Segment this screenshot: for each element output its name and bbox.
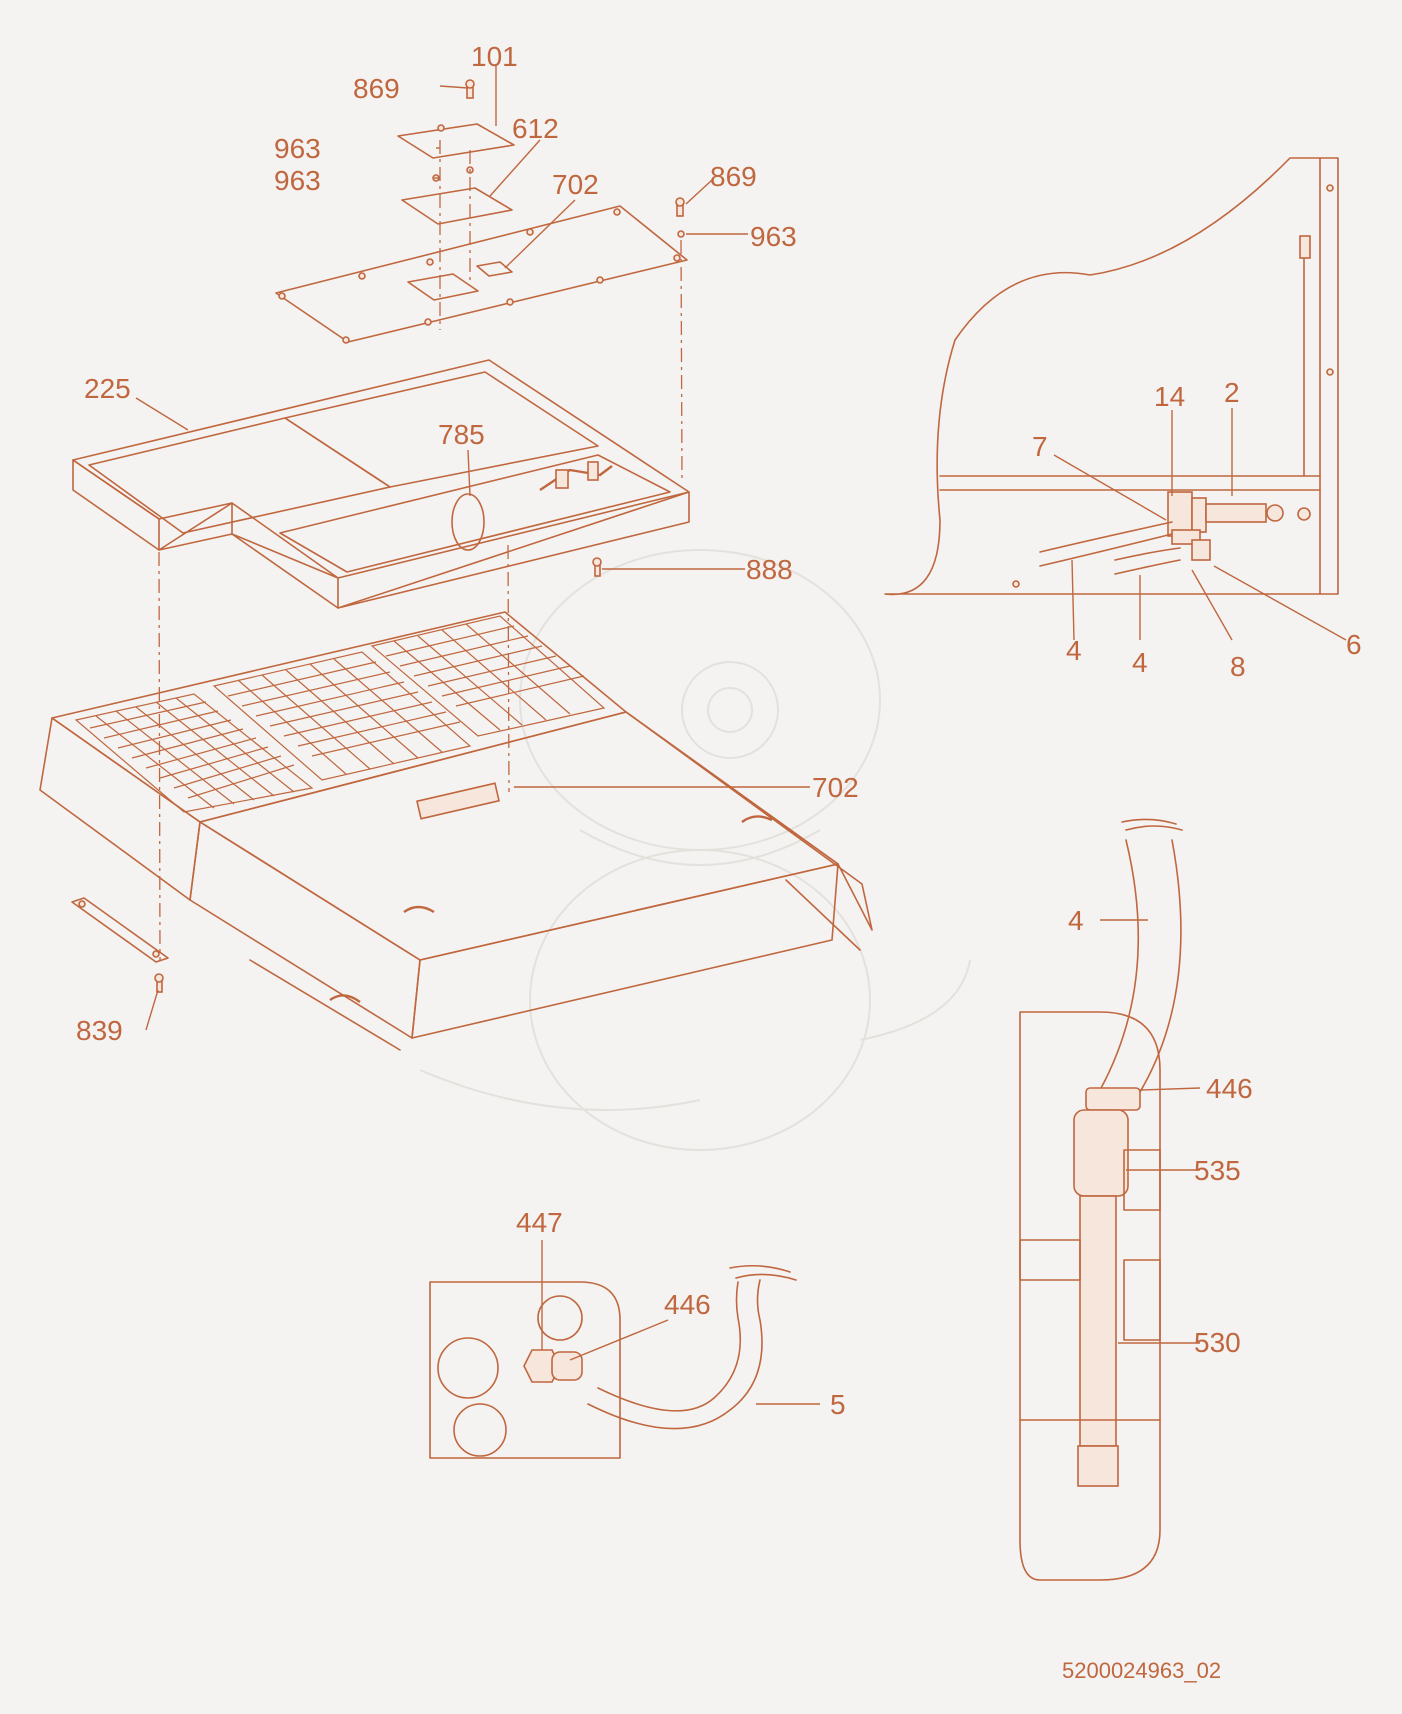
leader-lines [135, 66, 1347, 1405]
grille-right [370, 615, 606, 737]
screw-888 [592, 557, 602, 577]
callout-225: 225 [84, 373, 131, 404]
callout-446-bottom: 446 [664, 1289, 711, 1320]
callout-785: 785 [438, 419, 485, 450]
document-id: 5200024963_02 [1062, 1658, 1221, 1683]
callout-14: 14 [1154, 381, 1185, 412]
watermark-figure [419, 549, 971, 1151]
callout-702-mid: 702 [812, 772, 859, 803]
cover-plate-101 [397, 123, 515, 182]
callout-5: 5 [830, 1389, 846, 1420]
callout-6: 6 [1346, 629, 1362, 660]
detail-hose-fitting [1019, 818, 1183, 1581]
detail-panel-connectors [884, 157, 1339, 596]
assembly-axis-3 [680, 239, 683, 481]
callout-963-right: 963 [750, 221, 797, 252]
callout-963-a: 963 [274, 133, 321, 164]
callout-702-top: 702 [552, 169, 599, 200]
frame-225 [72, 359, 690, 609]
callout-4-a: 4 [1066, 635, 1082, 666]
callout-612: 612 [512, 113, 559, 144]
screw-869-top [465, 79, 475, 99]
callout-101: 101 [471, 41, 518, 72]
callout-869-right: 869 [710, 161, 757, 192]
mounting-bracket-839 [71, 897, 169, 993]
callout-963-b: 963 [274, 165, 321, 196]
callout-888: 888 [746, 554, 793, 585]
gasket-plate-612 [401, 187, 513, 225]
callout-8: 8 [1230, 651, 1246, 682]
callout-869-top: 869 [353, 73, 400, 104]
callout-4-b: 4 [1132, 647, 1148, 678]
callout-2: 2 [1224, 377, 1240, 408]
screw-869-right [675, 197, 685, 238]
callout-446-right: 446 [1206, 1073, 1253, 1104]
callout-530: 530 [1194, 1327, 1241, 1358]
detail-fitting-hose-5 [429, 1264, 797, 1459]
grille-left [74, 693, 314, 813]
callout-447: 447 [516, 1207, 563, 1238]
callout-535: 535 [1194, 1155, 1241, 1186]
assembly-axis-4 [507, 544, 510, 793]
callout-labels: 101 869 963 963 612 702 869 963 225 785 … [76, 41, 1362, 1683]
upper-cover-plate [275, 205, 688, 344]
hood-housing [39, 611, 873, 1051]
callout-4-hose: 4 [1068, 905, 1084, 936]
assembly-axis-5 [158, 551, 161, 961]
callout-7: 7 [1032, 431, 1048, 462]
grille-middle [212, 651, 472, 781]
callout-839: 839 [76, 1015, 123, 1046]
